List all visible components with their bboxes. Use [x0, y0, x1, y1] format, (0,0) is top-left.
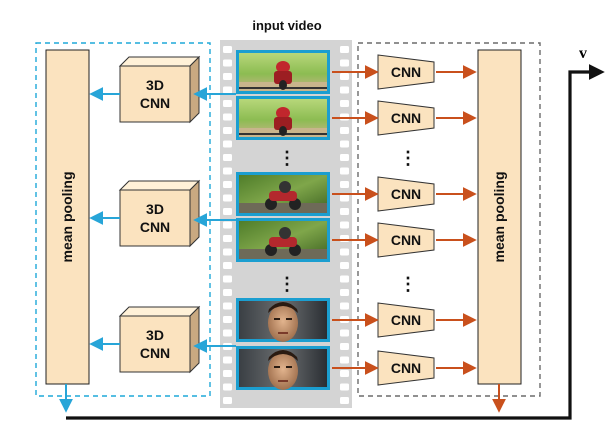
sprocket-hole [340, 302, 349, 310]
cnn-block: CNN [377, 100, 435, 136]
3d-cnn-label-line1: 3D [146, 201, 164, 217]
3d-cnn-label-line2: CNN [140, 95, 170, 111]
sprocket-hole [340, 343, 349, 350]
sprocket-hole [223, 275, 232, 283]
sprocket-hole [340, 167, 349, 175]
sprocket-hole [223, 100, 232, 107]
blue-arrows-frames-to-3dcnn [193, 87, 236, 353]
sprocket-hole [223, 370, 232, 377]
sprocket-hole [223, 383, 232, 391]
video-frame-motorcycle-side [236, 218, 330, 262]
sprocket-hole [340, 397, 349, 404]
sprocket-hole [340, 208, 349, 215]
sprocket-hole [340, 181, 349, 188]
sprocket-hole [223, 356, 232, 364]
sprocket-hole [223, 59, 232, 67]
input-video-title: input video [252, 18, 321, 33]
video-frame-face [236, 298, 330, 342]
cnn-block: CNN [377, 302, 435, 338]
sprocket-hole [340, 86, 349, 94]
cnn-label: CNN [391, 110, 421, 126]
sprocket-hole [340, 289, 349, 296]
sprocket-hole [340, 248, 349, 256]
sprocket-hole [223, 302, 232, 310]
sprocket-hole [340, 275, 349, 283]
cnn-label: CNN [391, 64, 421, 80]
output-v-label: v [579, 45, 587, 62]
3d-cnn-label-line1: 3D [146, 327, 164, 343]
sprocket-hole [223, 248, 232, 256]
sprocket-hole [223, 86, 232, 94]
sprocket-hole [223, 113, 232, 121]
cnn-block: CNN [377, 350, 435, 386]
right-mean-pooling-label: mean pooling [491, 172, 507, 263]
video-frame-face [236, 346, 330, 390]
sprocket-hole [340, 370, 349, 377]
3d-cnn-label-line2: CNN [140, 219, 170, 235]
sprocket-hole [223, 289, 232, 296]
sprocket-hole [223, 46, 232, 53]
left-mean-pooling-box [45, 49, 90, 385]
sprocket-hole [223, 397, 232, 404]
sprocket-hole [223, 194, 232, 202]
sprocket-hole [223, 167, 232, 175]
blue-arrows-3dcnn-to-pool [89, 87, 120, 351]
sprocket-hole [340, 140, 349, 148]
3d-cnn-block: 3D CNN [118, 179, 201, 248]
cnn-ellipsis-2: ⋮ [399, 274, 417, 294]
cnn-label: CNN [391, 186, 421, 202]
sprocket-hole [223, 154, 232, 161]
sprocket-hole [340, 127, 349, 134]
sprocket-hole [340, 73, 349, 80]
right-dashed-region [357, 42, 541, 397]
sprocket-hole [223, 221, 232, 229]
video-frame-motorcycle-front [236, 96, 330, 140]
cnn-label: CNN [391, 232, 421, 248]
right-mean-pooling-box [477, 49, 522, 385]
sprocket-hole [223, 235, 232, 242]
3d-cnn-block: 3D CNN [118, 305, 201, 374]
sprocket-hole [223, 329, 232, 337]
cnn-label: CNN [391, 360, 421, 376]
sprocket-hole [223, 208, 232, 215]
sprocket-hole [340, 383, 349, 391]
sprocket-hole [340, 356, 349, 364]
cnn-ellipsis-1: ⋮ [399, 148, 417, 168]
cnn-block: CNN [377, 222, 435, 258]
sprocket-hole [340, 329, 349, 337]
3d-cnn-label-line2: CNN [140, 345, 170, 361]
output-connections [59, 64, 605, 420]
video-frame-motorcycle-side [236, 172, 330, 216]
sprocket-hole [223, 140, 232, 148]
video-frames [236, 50, 330, 390]
cnn-label: CNN [391, 312, 421, 328]
left-dashed-region [35, 42, 211, 397]
sprocket-hole [340, 59, 349, 67]
sprocket-hole [223, 262, 232, 269]
sprocket-hole [340, 221, 349, 229]
3d-cnn-block: 3D CNN [118, 55, 201, 124]
cnn-block: CNN [377, 176, 435, 212]
left-mean-pooling-label: mean pooling [59, 172, 75, 263]
sprocket-hole [340, 100, 349, 107]
sprocket-hole [223, 181, 232, 188]
sprocket-hole [223, 127, 232, 134]
sprocket-hole [340, 46, 349, 53]
video-frame-motorcycle-front [236, 50, 330, 94]
sprocket-hole [340, 154, 349, 161]
3d-cnn-label-line1: 3D [146, 77, 164, 93]
frame-ellipsis-1: ⋮ [278, 148, 296, 168]
sprocket-hole [340, 194, 349, 202]
sprocket-hole [223, 73, 232, 80]
sprocket-hole [223, 316, 232, 323]
cnn-block: CNN [377, 54, 435, 90]
output-line [66, 64, 605, 420]
sprocket-hole [340, 262, 349, 269]
frame-ellipsis-2: ⋮ [278, 274, 296, 294]
